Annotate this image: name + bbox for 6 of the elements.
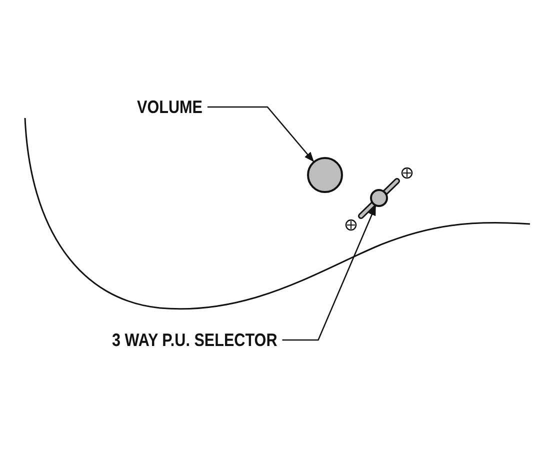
volume-knob [307,157,343,193]
leader-line [207,106,314,162]
selector-switch-knob [370,189,388,207]
control-label: 3 WAY P.U. SELECTOR [112,330,278,350]
control-label: VOLUME [137,97,202,117]
leader-line [282,205,376,341]
